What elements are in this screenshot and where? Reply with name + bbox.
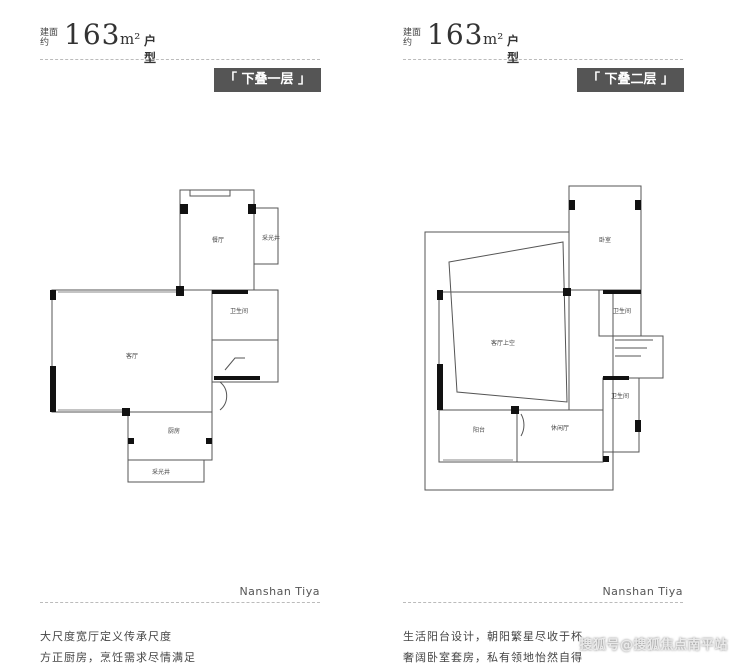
area-number: 163 [64, 18, 121, 51]
description-line: 大尺度宽厅定义传承尺度 [40, 630, 172, 643]
wall-pillar [569, 200, 575, 210]
wall-pillar [128, 438, 134, 444]
left-floor-panel: 建面约 163 m² 户型 「 下叠一层 」 [40, 0, 330, 664]
wall-pillar [180, 204, 188, 214]
brand-label: Nanshan Tiya [602, 585, 683, 598]
wall-pillar [635, 200, 641, 210]
brand-label: Nanshan Tiya [239, 585, 320, 598]
right-floor-panel: 建面约 163 m² 户型 「 下叠二层 」 [403, 0, 693, 664]
wall-pillar [50, 290, 56, 300]
stair-outline [211, 339, 279, 383]
bathroom2-outline [602, 377, 640, 453]
room-label-kitchen: 厨房 [168, 427, 180, 435]
wall-segment [50, 366, 56, 412]
floor-label: 「 下叠二层 」 [577, 68, 685, 92]
wall-pillar [603, 456, 609, 462]
room-label-lounge: 休闲厅 [551, 424, 569, 432]
kitchen-outline [127, 411, 213, 461]
bathroom-outline [211, 289, 279, 341]
wall-segment [603, 376, 629, 380]
description-line: 生活阳台设计，朝阳繁星尽收于杯 [403, 630, 583, 643]
wall-segment [212, 290, 248, 294]
description-line: 方正厨房，烹饪需求尽情满足 [40, 651, 196, 664]
living-room-outline [51, 289, 213, 413]
wall-pillar [206, 438, 212, 444]
area-prefix: 建面约 [40, 28, 59, 48]
shaft-outline [253, 207, 279, 265]
description: 大尺度宽厅定义传承尺度 方正厨房，烹饪需求尽情满足 [40, 626, 196, 668]
room-label-dining: 餐厅 [212, 236, 224, 244]
floor-label: 「 下叠一层 」 [214, 68, 322, 92]
type-label: 户型 [507, 34, 520, 65]
floor-plan-2: 卧室 卫生间 客厅上空 卫生间 阳台 休闲厅 [424, 185, 664, 491]
void-skew-lines [448, 241, 568, 403]
dining-window [189, 189, 231, 197]
wall-segment [603, 290, 641, 294]
area-unit: m² [483, 30, 504, 48]
room-label-bedroom: 卧室 [599, 236, 611, 244]
area-prefix: 建面约 [403, 28, 422, 48]
watermark: 搜狐号@搜狐焦点南平站 [579, 638, 728, 653]
room-label-lightwell: 采光井 [152, 468, 170, 476]
stair-lines [224, 357, 245, 371]
footer-divider [40, 602, 320, 603]
wall-pillar [122, 408, 130, 416]
lounge-outline [516, 409, 604, 463]
type-label: 户型 [144, 34, 157, 65]
room-label-shaft: 采光井 [262, 234, 280, 242]
wall-segment [214, 376, 260, 380]
area-unit: m² [120, 30, 141, 48]
description: 生活阳台设计，朝阳繁星尽收于杯 奢阔卧室套房，私有领地怡然自得 [403, 626, 583, 668]
wall-pillar [248, 204, 256, 214]
room-label-living-void: 客厅上空 [491, 339, 515, 347]
lightwell-outline [127, 459, 205, 483]
door-swing [219, 381, 228, 411]
stair-lines [615, 339, 653, 357]
header-divider [403, 59, 683, 60]
wall-pillar [176, 286, 184, 296]
balcony-outline [438, 409, 518, 463]
wall-segment [437, 364, 443, 410]
wall-pillar [511, 406, 519, 414]
room-label-living: 客厅 [126, 352, 138, 360]
wall-pillar [563, 288, 571, 296]
stair-outline [612, 335, 664, 379]
terrace-outline [424, 231, 614, 491]
room-label-bathroom2: 卫生间 [611, 392, 629, 400]
description-line: 奢阔卧室套房，私有领地怡然自得 [403, 651, 583, 664]
floor-plan-1: 餐厅 采光井 卫生间 客厅 厨房 采光井 [50, 189, 280, 483]
footer-divider [403, 602, 683, 603]
header-divider [40, 59, 320, 60]
wall-pillar [437, 290, 443, 300]
wall-pillar [635, 420, 641, 432]
room-label-bathroom1: 卫生间 [613, 307, 631, 315]
room-label-balcony: 阳台 [473, 426, 485, 434]
area-number: 163 [427, 18, 484, 51]
door-swing [520, 413, 525, 437]
room-label-bathroom: 卫生间 [230, 307, 248, 315]
